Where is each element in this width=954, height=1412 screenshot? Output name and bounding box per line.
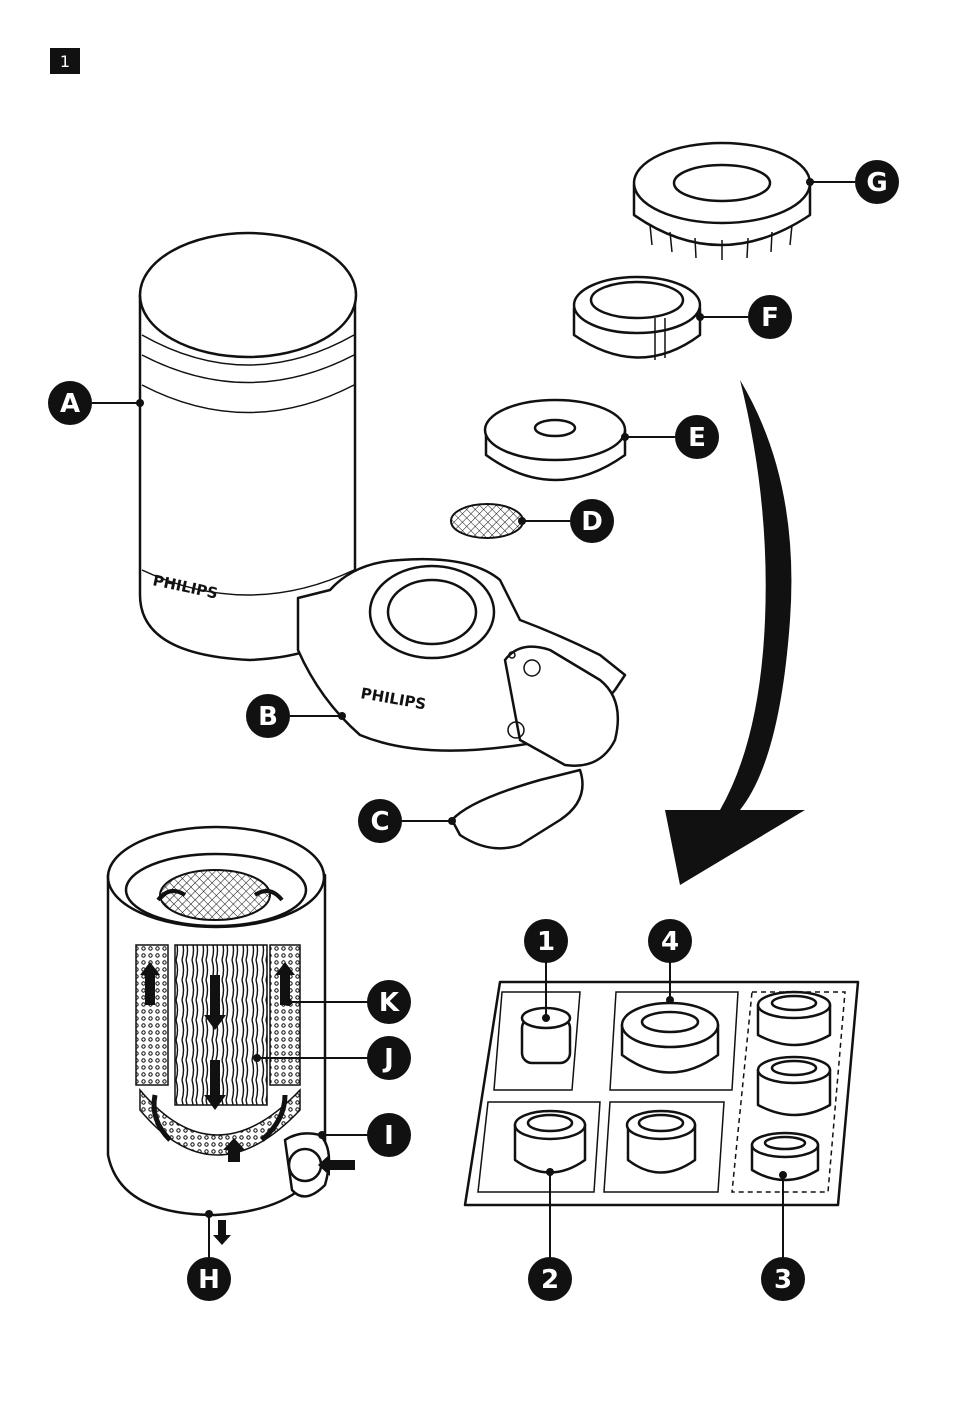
callout-D: D <box>570 499 614 543</box>
svg-text:G: G <box>866 168 887 198</box>
callout-2: 2 <box>528 1257 572 1301</box>
svg-text:J: J <box>382 1044 394 1074</box>
svg-text:D: D <box>581 507 603 537</box>
svg-text:A: A <box>60 389 80 419</box>
svg-text:B: B <box>258 702 278 732</box>
cartridge-cutaway <box>108 827 355 1245</box>
callout-K: K <box>367 980 411 1024</box>
callout-C: C <box>358 799 402 843</box>
svg-text:C: C <box>370 807 389 837</box>
svg-text:K: K <box>379 988 400 1018</box>
callout-J: J <box>367 1036 411 1080</box>
svg-text:4: 4 <box>661 927 679 957</box>
selector-lever <box>452 770 583 848</box>
callout-F: F <box>748 295 792 339</box>
svg-text:2: 2 <box>541 1265 559 1295</box>
callout-B: B <box>246 694 290 738</box>
sieve-mesh <box>451 504 523 538</box>
svg-text:I: I <box>384 1121 394 1151</box>
callout-E: E <box>675 415 719 459</box>
callout-4: 4 <box>648 919 692 963</box>
filter-housing: PHILIPS <box>298 559 625 766</box>
adapter-sheet <box>465 982 858 1205</box>
callout-1: 1 <box>524 919 568 963</box>
callout-H: H <box>187 1257 231 1301</box>
callout-I: I <box>367 1113 411 1157</box>
callout-G: G <box>855 160 899 204</box>
svg-text:1: 1 <box>537 927 555 957</box>
callout-3: 3 <box>761 1257 805 1301</box>
svg-text:3: 3 <box>774 1265 792 1295</box>
split-adapter-ring <box>574 277 700 360</box>
mounting-nut <box>634 143 810 260</box>
rubber-washer <box>485 400 625 480</box>
svg-text:E: E <box>688 423 706 453</box>
svg-text:F: F <box>761 303 779 333</box>
svg-text:H: H <box>198 1265 220 1295</box>
callout-A: A <box>48 381 92 425</box>
